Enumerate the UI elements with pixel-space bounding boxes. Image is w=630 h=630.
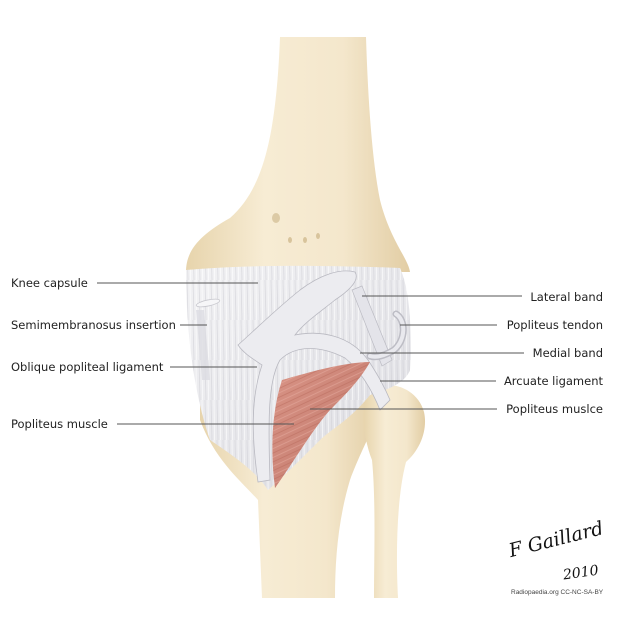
label-lateral-band: Lateral band <box>530 290 603 304</box>
label-popliteus-muscle: Popliteus muscle <box>11 417 108 431</box>
label-oblique-popliteal-ligament: Oblique popliteal ligament <box>11 360 164 374</box>
label-arcuate-ligament: Arcuate ligament <box>503 374 603 388</box>
ligaments <box>237 270 407 483</box>
fibula <box>363 385 426 598</box>
label-semimembranosus-insertion: Semimembranosus insertion <box>11 318 176 332</box>
credit-text: Radiopaedia.org CC-NC-SA-BY <box>511 589 604 596</box>
label-knee-capsule: Knee capsule <box>11 276 88 290</box>
popliteus-muscle <box>272 362 370 488</box>
label-medial-band: Medial band <box>532 346 603 360</box>
label-popliteus-tendon: Popliteus tendon <box>506 318 603 332</box>
femur <box>186 37 410 272</box>
leader-lines <box>97 282 524 425</box>
semimembranosus-insertion <box>195 298 221 380</box>
label-popliteus-muscle-right: Popliteus muslce <box>506 402 603 416</box>
